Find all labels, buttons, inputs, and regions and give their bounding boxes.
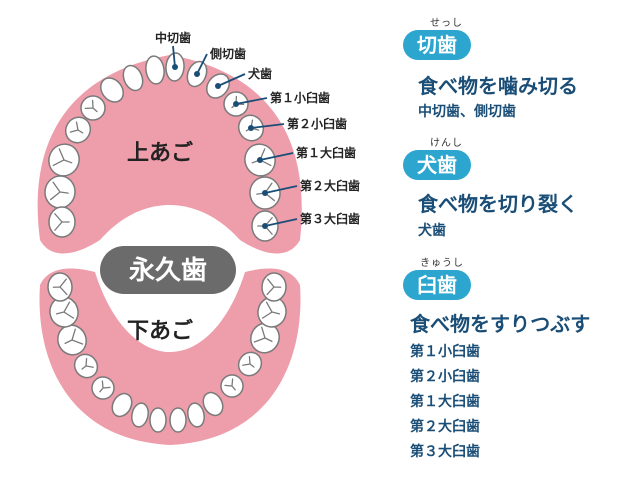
tooth — [169, 407, 187, 433]
tooth — [250, 322, 280, 354]
tooth — [261, 272, 287, 302]
leader-line — [264, 218, 298, 227]
leader-lines — [172, 45, 298, 229]
tooth — [73, 353, 99, 379]
tooth — [122, 64, 144, 92]
tooth — [47, 272, 73, 302]
tooth-label: 中切歯 — [155, 30, 191, 45]
tooth — [131, 402, 149, 428]
leader-line — [235, 97, 268, 105]
tooth-label: 第２小臼歯 — [287, 116, 347, 131]
tooth-label: 第３大臼歯 — [300, 211, 360, 226]
leader-dot — [248, 125, 254, 131]
tooth — [44, 175, 76, 209]
tooth — [64, 116, 92, 144]
leader-line — [172, 45, 176, 68]
leader-dot — [262, 190, 268, 196]
lower-gum — [39, 268, 301, 445]
tooth-label: 第１小臼歯 — [270, 90, 330, 105]
leader-dot — [257, 157, 263, 163]
leader-line — [250, 123, 285, 129]
leader-line — [217, 73, 246, 87]
tooth-label: 犬歯 — [248, 66, 272, 81]
tooth — [91, 376, 115, 400]
tooth — [149, 407, 167, 433]
tooth — [48, 206, 76, 238]
tooth — [80, 95, 106, 121]
leader-line — [264, 185, 298, 194]
permanent-teeth-label: 永久歯 — [129, 256, 207, 286]
leader-line — [196, 53, 208, 75]
tooth — [48, 143, 80, 177]
leader-dot — [233, 101, 239, 107]
upper-jaw-label: 上あご — [127, 140, 193, 166]
leader-dot — [262, 223, 268, 229]
leader-dot — [215, 83, 221, 89]
permanent-teeth-badge — [100, 246, 236, 294]
tooth — [145, 55, 165, 85]
tooth-label: 第２大臼歯 — [300, 178, 360, 193]
leader-line — [259, 152, 294, 161]
tooth — [111, 392, 133, 418]
leader-dot — [172, 64, 178, 70]
tooth — [57, 324, 87, 356]
tooth-label: 側切歯 — [209, 46, 246, 61]
tooth — [220, 374, 244, 398]
tooth — [187, 402, 205, 428]
lower-jaw-label: 下あご — [127, 318, 193, 344]
tooth — [100, 77, 124, 103]
tooth-label: 第１大臼歯 — [296, 145, 356, 160]
tooth — [202, 391, 224, 417]
tooth — [237, 351, 263, 377]
leader-dot — [194, 71, 200, 77]
